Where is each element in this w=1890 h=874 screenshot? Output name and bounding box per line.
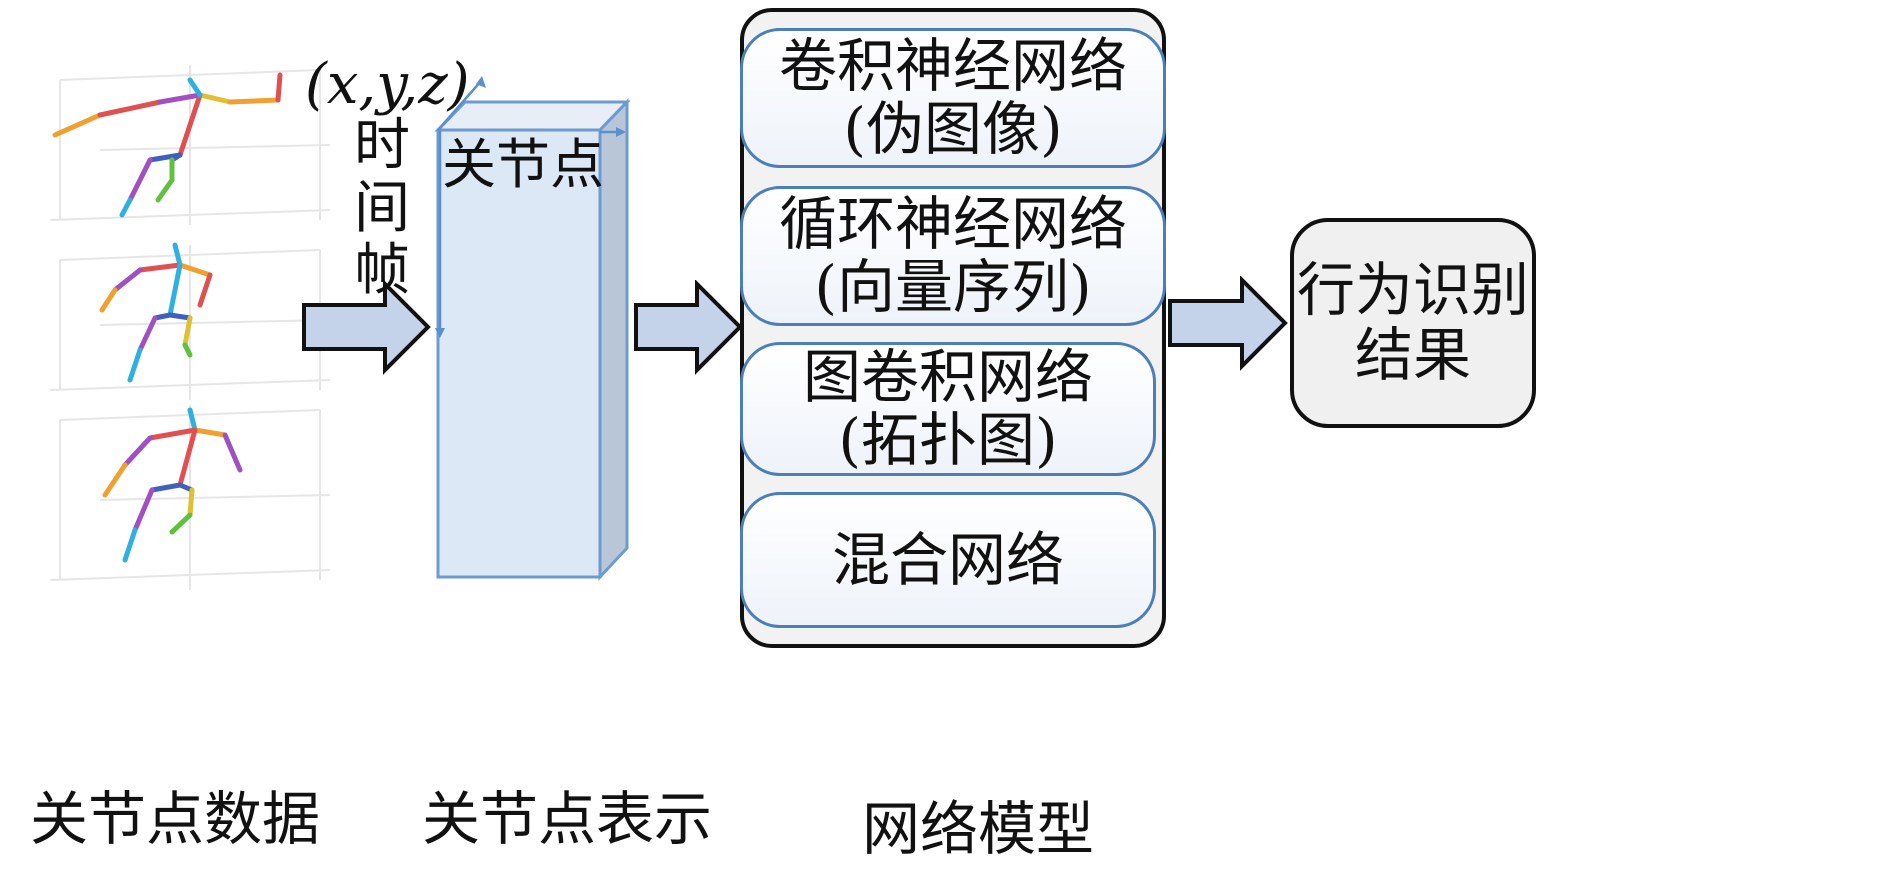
time-frame-label: 时 间 帧 [354,113,410,304]
rnn-box: 循环神经网络 (向量序列) [740,186,1166,326]
gcn-subtitle: (拓扑图) [838,406,1058,474]
network-model-panel: 卷积神经网络 (伪图像) 循环神经网络 (向量序列) 图卷积网络 (拓扑图) 混… [740,8,1166,648]
joint-representation-block [434,76,631,581]
coordinate-label: (x,y,z) [305,52,470,117]
rnn-subtitle: (向量序列) [814,253,1092,321]
skeleton-1 [52,72,283,218]
network-model-label: 网络模型 [862,795,1095,863]
gcn-title: 图卷积网络 [802,343,1093,412]
skeleton-2 [99,242,213,383]
joint-representation-label: 关节点表示 [422,785,713,853]
skeleton-figures-image [49,65,331,590]
cnn-box: 卷积神经网络 (伪图像) [740,28,1166,168]
gcn-box: 图卷积网络 (拓扑图) [740,342,1156,476]
result-title: 行为识别 [1296,256,1529,325]
result-subtitle: 结果 [1354,321,1471,389]
cnn-title: 卷积神经网络 [778,32,1127,101]
skeleton-3 [102,407,243,563]
skeleton-data-label: 关节点数据 [30,785,321,853]
hybrid-box: 混合网络 [740,492,1156,628]
hybrid-title: 混合网络 [831,525,1064,594]
rnn-title: 循环神经网络 [778,190,1127,259]
arrow-right-icon [1168,276,1288,371]
arrow-right-icon [634,280,743,375]
arrow-right-icon [302,280,431,375]
result-box: 行为识别 结果 [1290,218,1536,428]
joint-label: 关节点 [442,133,604,196]
cnn-subtitle: (伪图像) [843,95,1063,163]
